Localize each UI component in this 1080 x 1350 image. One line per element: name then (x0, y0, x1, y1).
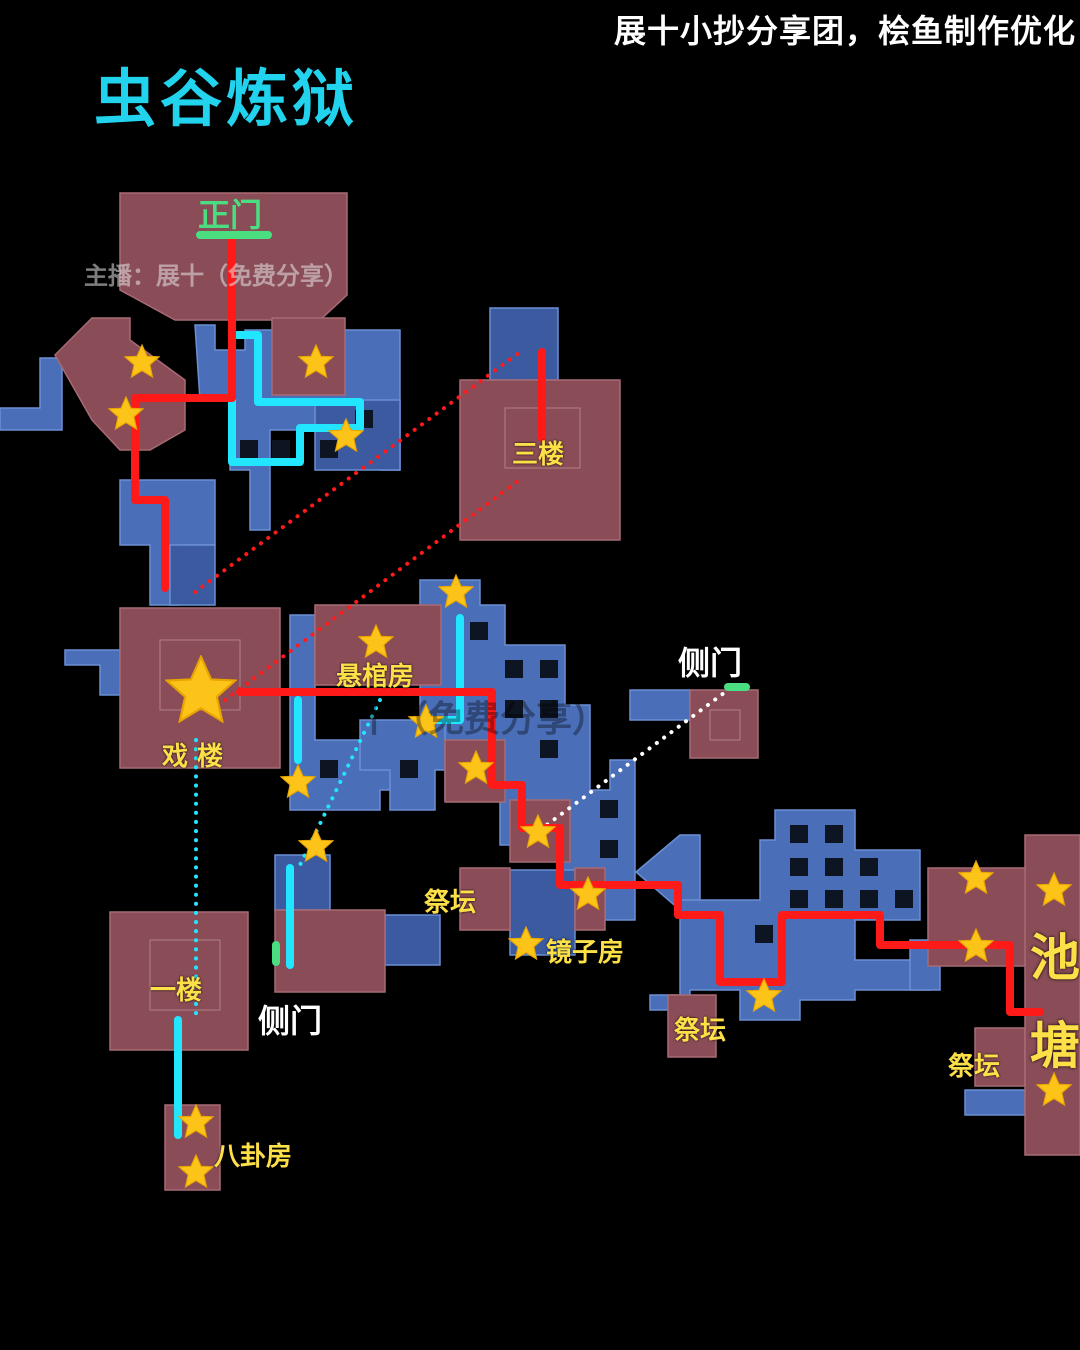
altar-1-label: 祭坛 (424, 888, 477, 918)
main-gate-label: 正门 (198, 196, 263, 234)
gates (196, 231, 750, 966)
third-floor-label: 三楼 (512, 440, 565, 470)
altar-3-label: 祭坛 (948, 1052, 1001, 1082)
bagua-room-label: 八卦房 (214, 1142, 293, 1172)
coffin-room-label: 悬棺房 (336, 662, 415, 692)
side-gate-west-label: 侧门 (258, 1002, 323, 1040)
main-route (131, 236, 236, 592)
map-title: 虫谷炼狱 (94, 62, 359, 135)
center-watermark: 展十（免费分享） (320, 699, 609, 740)
opera-tower-label: 戏 楼 (162, 742, 224, 772)
streamer-watermark: 主播：展十（免费分享） (84, 262, 348, 290)
pond-label-bottom: 塘 (1030, 1017, 1080, 1075)
side-gate-east-label: 侧门 (678, 644, 743, 682)
mirror-room-label: 镜子房 (546, 938, 625, 968)
main-route-east (236, 688, 1044, 1016)
first-floor-label: 一楼 (150, 976, 203, 1006)
altar-2-label: 祭坛 (674, 1016, 727, 1046)
pond-label-top: 池 (1030, 929, 1080, 987)
corridor-cells (240, 410, 913, 943)
credit-text: 展十小抄分享团，桧鱼制作优化 (613, 12, 1076, 50)
